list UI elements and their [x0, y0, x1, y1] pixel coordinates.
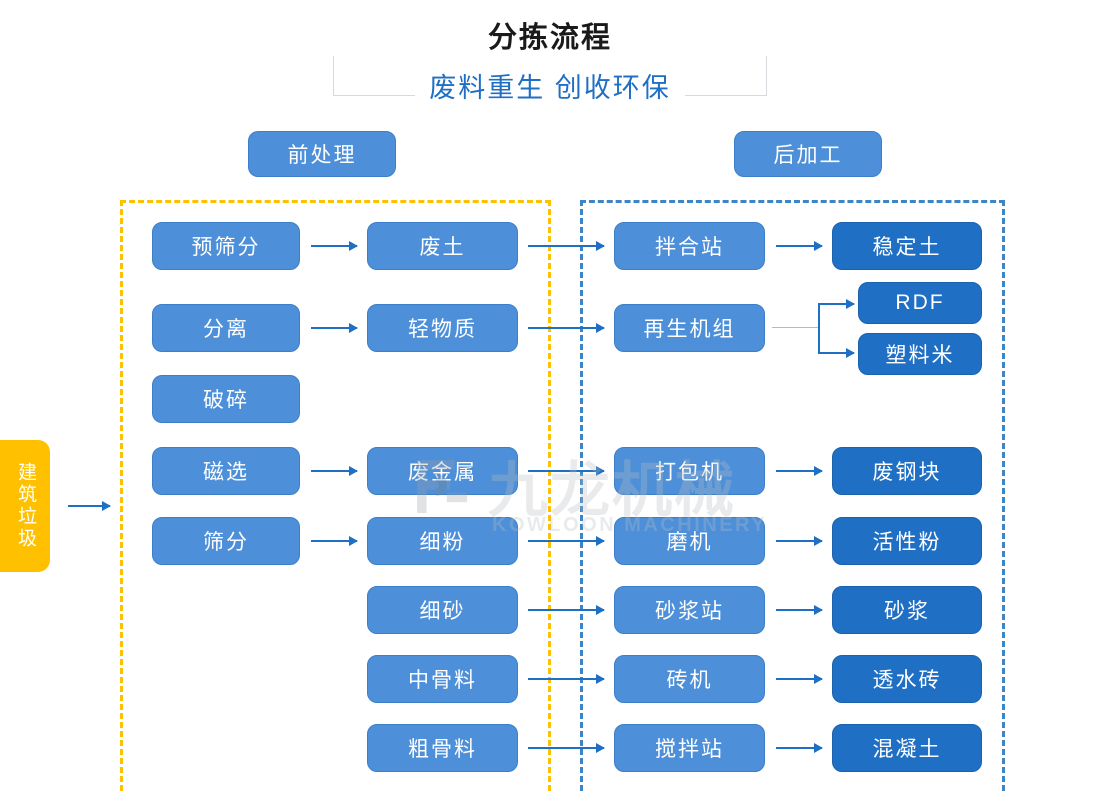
node-coarse-aggregate-label: 粗骨料: [408, 738, 477, 761]
page-title: 分拣流程: [0, 14, 1100, 56]
node-scrap-steel-block-label: 废钢块: [872, 461, 942, 484]
node-stabilized-soil-label: 稳定土: [872, 236, 942, 259]
node-medium-aggregate[interactable]: 中骨料: [367, 655, 518, 703]
node-concrete-batching-station[interactable]: 搅拌站: [614, 724, 765, 772]
arrow-fine-sand-to-mortar-station: [528, 605, 605, 615]
node-waste-soil-label: 废土: [419, 236, 466, 259]
arrow-magnetic-separation-to-scrap-metal: [311, 466, 358, 476]
node-magnetic-separation-label: 磁选: [203, 461, 249, 484]
node-screening[interactable]: 筛分: [152, 517, 300, 565]
arrow-separation-to-light-material: [311, 323, 358, 333]
section-header-postprocessing-label: 后加工: [773, 144, 843, 167]
node-permeable-brick-label: 透水砖: [872, 669, 942, 692]
arrow-branch-to-plastic-pellets: [818, 348, 855, 358]
arrow-waste-soil-to-mixing-station: [528, 241, 605, 251]
node-concrete-batching-station-label: 搅拌站: [655, 738, 724, 761]
node-plastic-pellets[interactable]: 塑料米: [858, 333, 982, 375]
arrow-baler-to-scrap-steel-block: [776, 466, 823, 476]
arrow-concrete-batching-station-to-concrete: [776, 743, 823, 753]
arrow-fine-powder-to-mill: [528, 536, 605, 546]
node-mixing-station[interactable]: 拌合站: [614, 222, 765, 270]
node-scrap-steel-block[interactable]: 废钢块: [832, 447, 982, 495]
arrow-brick-machine-to-permeable-brick: [776, 674, 823, 684]
section-header-pretreatment-label: 前处理: [287, 144, 357, 167]
node-medium-aggregate-label: 中骨料: [408, 669, 477, 692]
node-mixing-station-label: 拌合站: [655, 236, 724, 259]
node-recycling-unit-label: 再生机组: [643, 318, 736, 341]
node-plastic-pellets-label: 塑料米: [885, 344, 955, 367]
page-title-text: 分拣流程: [469, 22, 630, 54]
node-separation[interactable]: 分离: [152, 304, 300, 352]
node-mortar[interactable]: 砂浆: [832, 586, 982, 634]
node-pre-screening-label: 预筛分: [191, 236, 261, 259]
node-scrap-metal-label: 废金属: [408, 461, 477, 484]
node-rdf[interactable]: RDF: [858, 282, 982, 324]
input-node-construction-waste[interactable]: 建筑垃圾: [0, 440, 50, 572]
node-rdf-label: RDF: [895, 291, 945, 314]
arrow-recycling-unit-branch-stem: [772, 327, 820, 328]
node-brick-machine-label: 砖机: [666, 669, 713, 692]
node-separation-label: 分离: [203, 318, 249, 341]
arrow-screening-to-fine-powder: [311, 536, 358, 546]
arrow-mortar-station-to-mortar: [776, 605, 823, 615]
node-active-powder[interactable]: 活性粉: [832, 517, 982, 565]
page-subtitle-text: 废料重生 创收环保: [415, 73, 685, 103]
node-fine-sand[interactable]: 细砂: [367, 586, 518, 634]
arrow-scrap-metal-to-baler: [528, 466, 605, 476]
section-header-pretreatment[interactable]: 前处理: [248, 131, 396, 177]
arrow-branch-to-rdf: [818, 299, 855, 309]
arrow-light-material-to-recycling-unit: [528, 323, 605, 333]
node-mill-label: 磨机: [666, 531, 713, 554]
node-mill[interactable]: 磨机: [614, 517, 765, 565]
node-crushing[interactable]: 破碎: [152, 375, 300, 423]
group-frame-postprocessing: [580, 200, 1005, 791]
page-subtitle: 废料重生 创收环保: [0, 66, 1100, 105]
section-header-postprocessing[interactable]: 后加工: [734, 131, 882, 177]
node-baler-label: 打包机: [655, 461, 724, 484]
node-permeable-brick[interactable]: 透水砖: [832, 655, 982, 703]
node-brick-machine[interactable]: 砖机: [614, 655, 765, 703]
node-crushing-label: 破碎: [203, 389, 249, 412]
node-magnetic-separation[interactable]: 磁选: [152, 447, 300, 495]
node-stabilized-soil[interactable]: 稳定土: [832, 222, 982, 270]
node-light-material-label: 轻物质: [408, 318, 477, 341]
arrow-mill-to-active-powder: [776, 536, 823, 546]
node-recycling-unit[interactable]: 再生机组: [614, 304, 765, 352]
node-mortar-station[interactable]: 砂浆站: [614, 586, 765, 634]
arrow-input-to-pretreatment: [68, 501, 111, 511]
node-scrap-metal[interactable]: 废金属: [367, 447, 518, 495]
node-waste-soil[interactable]: 废土: [367, 222, 518, 270]
node-baler[interactable]: 打包机: [614, 447, 765, 495]
node-concrete[interactable]: 混凝土: [832, 724, 982, 772]
node-light-material[interactable]: 轻物质: [367, 304, 518, 352]
input-node-label: 建筑垃圾: [14, 462, 36, 550]
node-screening-label: 筛分: [203, 531, 249, 554]
node-coarse-aggregate[interactable]: 粗骨料: [367, 724, 518, 772]
arrow-medium-aggregate-to-brick-machine: [528, 674, 605, 684]
node-pre-screening[interactable]: 预筛分: [152, 222, 300, 270]
branch-vertical-connector: [818, 303, 820, 353]
node-fine-powder[interactable]: 细粉: [367, 517, 518, 565]
arrow-mixing-station-to-stabilized-soil: [776, 241, 823, 251]
group-frame-pretreatment: [120, 200, 551, 791]
node-fine-powder-label: 细粉: [419, 531, 466, 554]
node-fine-sand-label: 细砂: [419, 600, 466, 623]
node-concrete-label: 混凝土: [872, 738, 942, 761]
arrow-pre-screening-to-waste-soil: [311, 241, 358, 251]
node-active-powder-label: 活性粉: [872, 531, 942, 554]
node-mortar-station-label: 砂浆站: [655, 600, 724, 623]
node-mortar-label: 砂浆: [884, 600, 930, 623]
arrow-coarse-aggregate-to-concrete-batching-station: [528, 743, 605, 753]
